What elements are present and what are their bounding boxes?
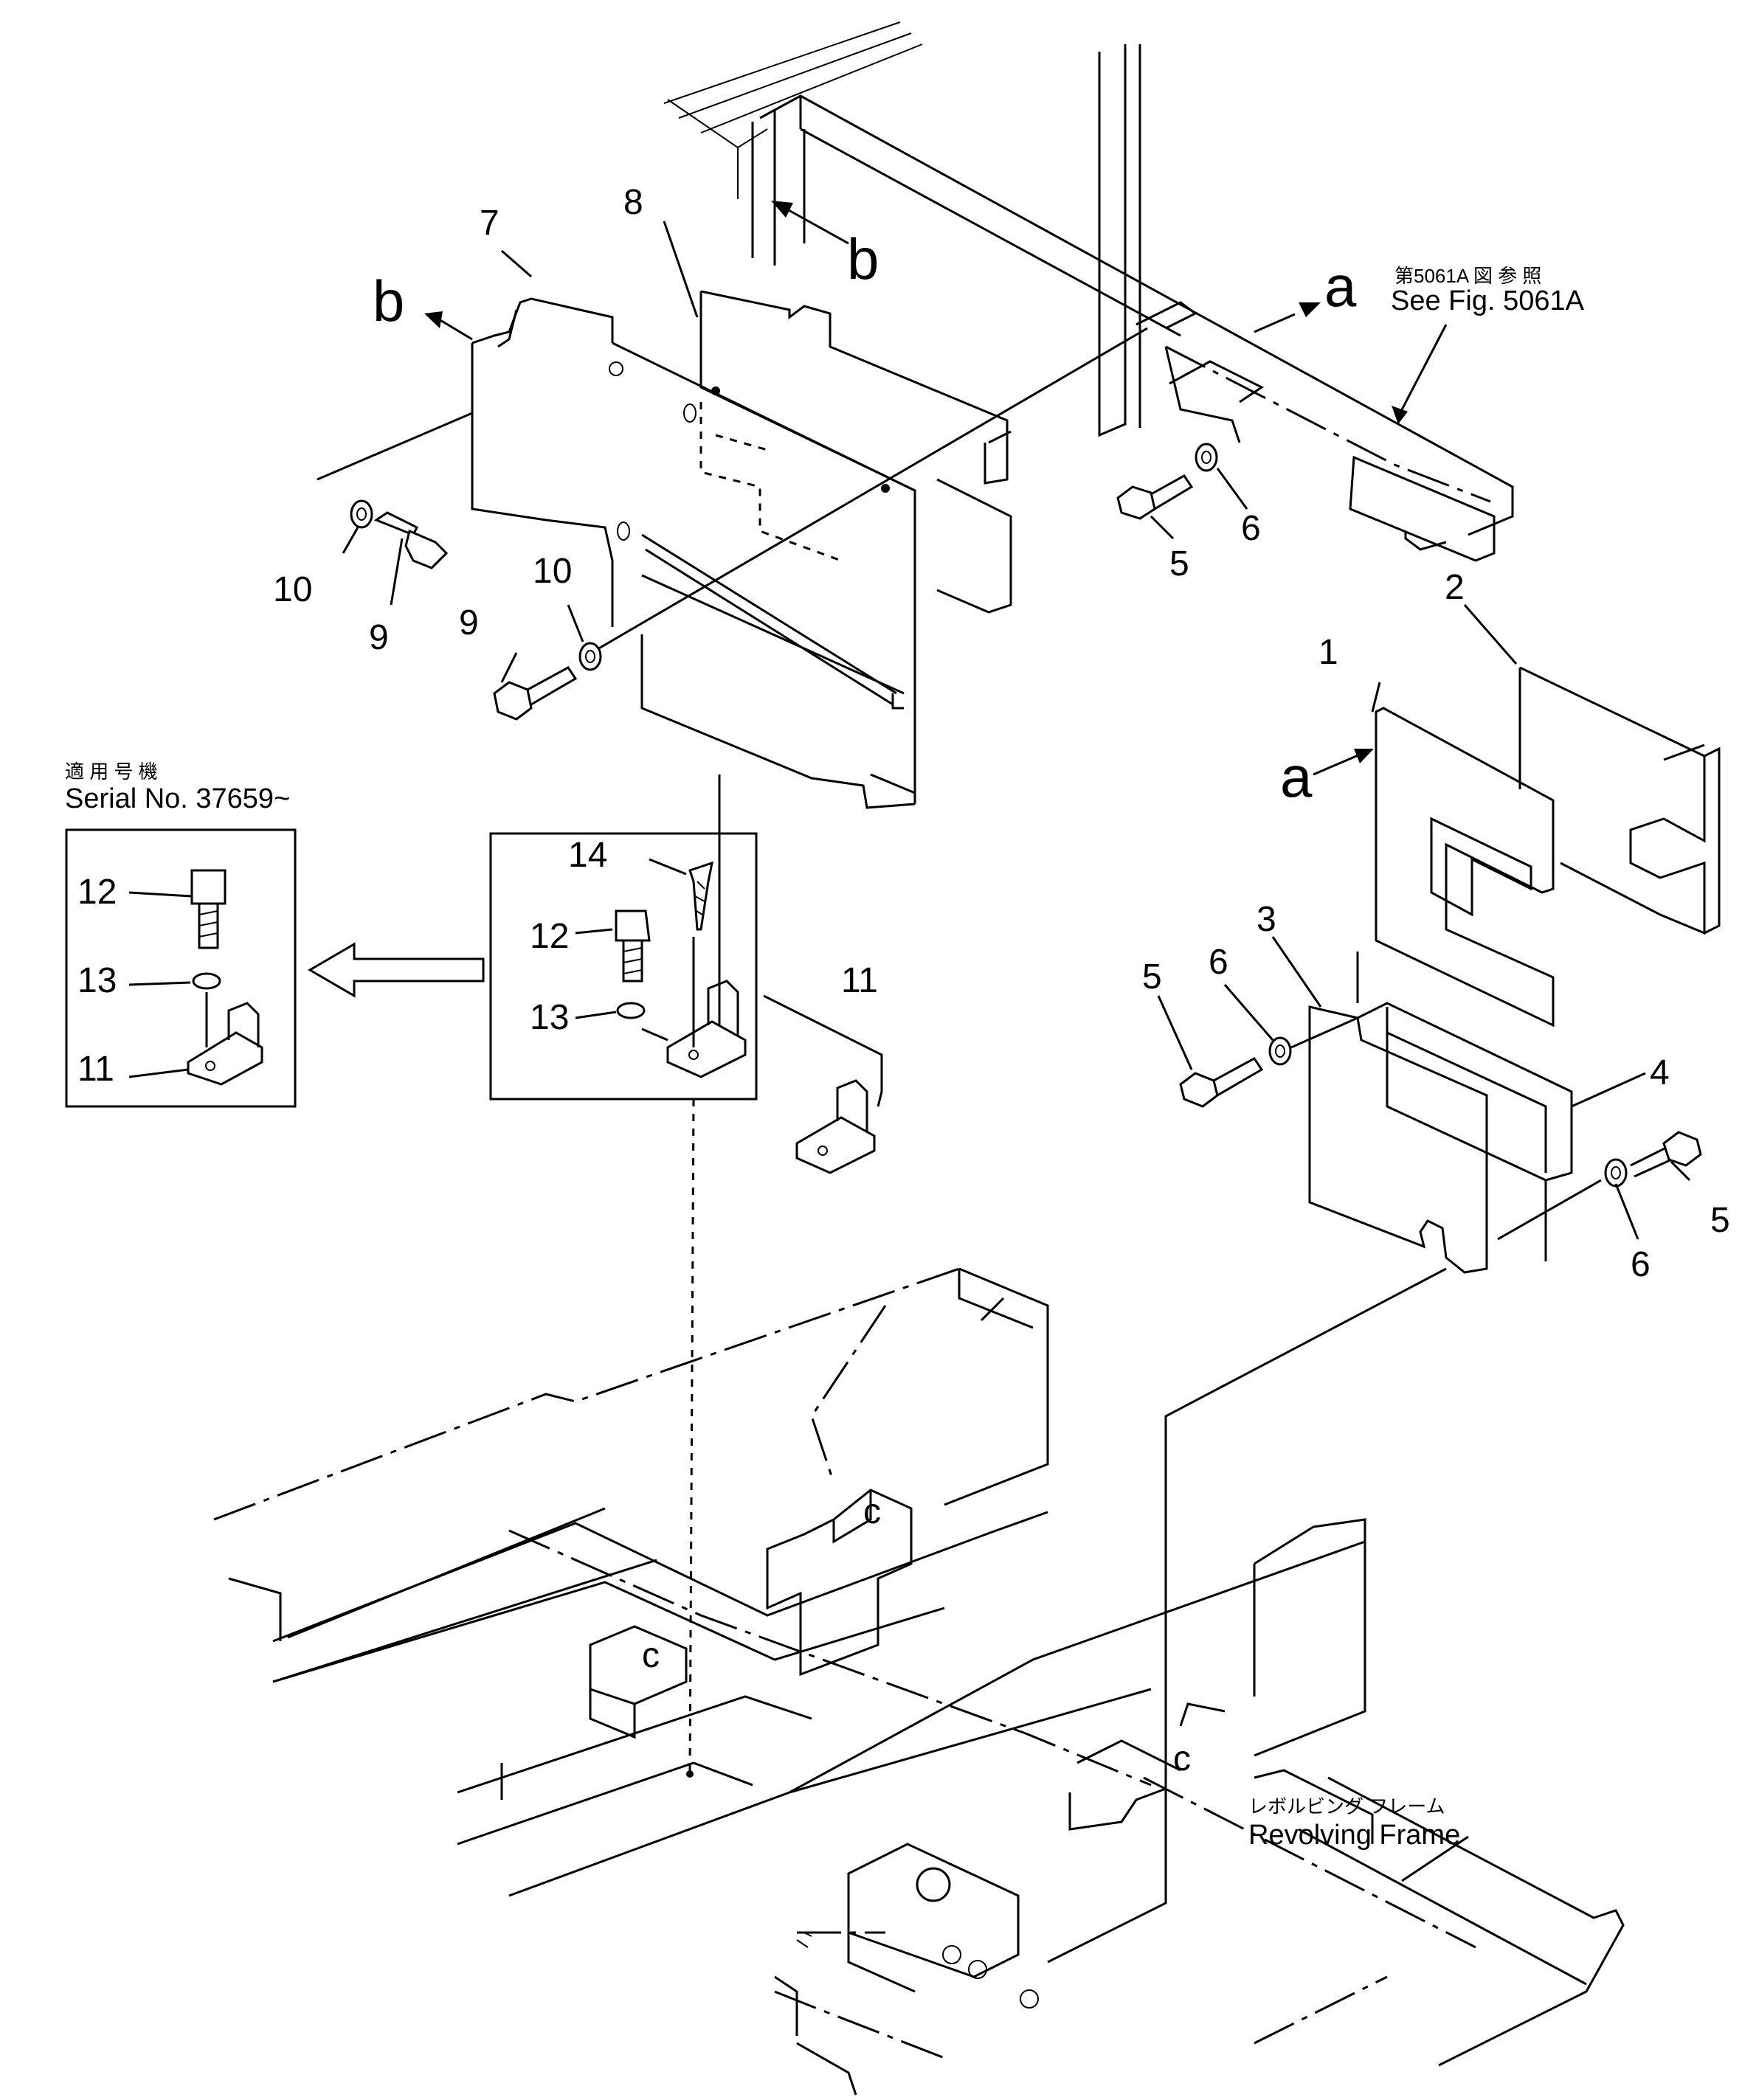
washer-10-right [578, 642, 602, 671]
callout-11-mid: 11 [841, 961, 878, 1000]
view-mark-b-top: b [847, 226, 879, 291]
callout-9-left: 9 [369, 618, 389, 657]
leader-6-top [1216, 468, 1248, 510]
svg-text:c: c [863, 1492, 881, 1531]
bolt-5-top [1116, 474, 1194, 520]
clip-11-loose [795, 1079, 876, 1174]
reference-en: See Fig. 5061A [1391, 285, 1585, 316]
serial-note-en: Serial No. 37659~ [65, 783, 290, 814]
leader-5-right [1670, 1160, 1691, 1182]
leader-5-top [1150, 515, 1175, 540]
view-arrow-a-top [1254, 302, 1321, 333]
view-mark-a-lower: a [1280, 744, 1313, 809]
arrow-left-hollow [308, 942, 485, 998]
install-line-center [688, 1098, 695, 1771]
leader-1 [1371, 682, 1381, 713]
frame-label-jp: レボルビング フレーム [1248, 1795, 1445, 1817]
callout-13-mid: 13 [530, 998, 569, 1037]
washer-6-mid [1268, 1036, 1292, 1066]
callout-7: 7 [480, 204, 500, 243]
mount-line-frame-right [1047, 1267, 1447, 1964]
mount-line-4 [1497, 1179, 1602, 1241]
leader-frame [1401, 1835, 1469, 1882]
washer-10-left [350, 499, 373, 529]
callout-5-top: 5 [1169, 544, 1189, 583]
callout-labels: 1 2 3 4 5 5 5 6 6 6 7 8 9 9 10 10 11 11 … [65, 183, 1730, 1851]
callout-10-right: 10 [533, 552, 572, 591]
callout-6-right: 6 [1631, 1245, 1651, 1284]
leader-4 [1571, 1072, 1646, 1108]
view-arrow-b-top [771, 201, 849, 245]
callout-8: 8 [623, 183, 643, 222]
part-8-cover [612, 290, 1012, 809]
view-mark-b-left: b [373, 268, 404, 333]
bolt-9-right [493, 666, 578, 721]
revolving-frame: c c c [213, 1267, 1625, 2096]
part-4-pad [1357, 1002, 1573, 1261]
view-arrow-b-left [424, 311, 473, 341]
washer-6-right [1604, 1158, 1628, 1188]
callout-5-mid: 5 [1142, 957, 1162, 997]
frame-label-en: Revolving Frame [1248, 1820, 1460, 1851]
serial-note-jp: 適 用 号 機 [65, 760, 158, 783]
bolt-5-right [1630, 1131, 1702, 1178]
callout-10-left: 10 [273, 570, 312, 609]
leader-5-mid [1157, 995, 1193, 1070]
detail-box-serial [65, 828, 297, 1108]
leader-10-left [342, 527, 359, 554]
detail-box-current [489, 774, 758, 1101]
mount-line-mid [597, 327, 1148, 651]
leader-9-left [390, 538, 404, 606]
mount-line-3 [1290, 1016, 1358, 1049]
callout-2: 2 [1445, 568, 1465, 607]
part-3-plate [1308, 952, 1488, 1274]
leader-6-mid [1223, 984, 1274, 1041]
leader-8 [663, 221, 699, 318]
reference-arrow [1392, 324, 1448, 424]
callout-13-box: 13 [77, 961, 117, 1000]
leader-3 [1271, 936, 1322, 1008]
callout-11-box: 11 [77, 1050, 114, 1089]
washer-6-top [1195, 443, 1218, 472]
part-1-bracket [1375, 707, 1555, 1028]
callout-3: 3 [1257, 900, 1276, 939]
mount-line-left [317, 412, 473, 481]
callout-12-box: 12 [77, 873, 117, 912]
leader-6-right [1614, 1183, 1639, 1240]
leader-11-mid [763, 994, 883, 1107]
svg-text:c: c [1173, 1739, 1191, 1778]
part-7-panel [471, 297, 623, 627]
view-mark-a-top: a [1324, 254, 1357, 319]
upper-frame [663, 21, 1514, 562]
bolt-5-mid [1179, 1057, 1264, 1108]
callout-4: 4 [1650, 1053, 1670, 1092]
callout-1: 1 [1318, 633, 1338, 672]
leader-10-right [567, 604, 584, 642]
callout-14: 14 [568, 836, 607, 875]
callout-5-right: 5 [1710, 1201, 1730, 1240]
mount-line-right [1164, 346, 1241, 443]
view-arrow-a-lower [1313, 749, 1374, 776]
leader-9-right [500, 652, 518, 683]
part-2-block [1518, 666, 1721, 935]
callout-6-top: 6 [1241, 509, 1261, 548]
bolt-9-left [373, 511, 449, 569]
callout-9-right: 9 [459, 603, 479, 642]
leader-7 [501, 249, 532, 278]
svg-text:c: c [642, 1636, 660, 1675]
reference-jp: 第5061A 図 参 照 [1394, 265, 1541, 287]
callout-6-mid: 6 [1209, 943, 1228, 982]
callout-12-mid: 12 [530, 917, 569, 956]
leader-2 [1463, 604, 1518, 665]
